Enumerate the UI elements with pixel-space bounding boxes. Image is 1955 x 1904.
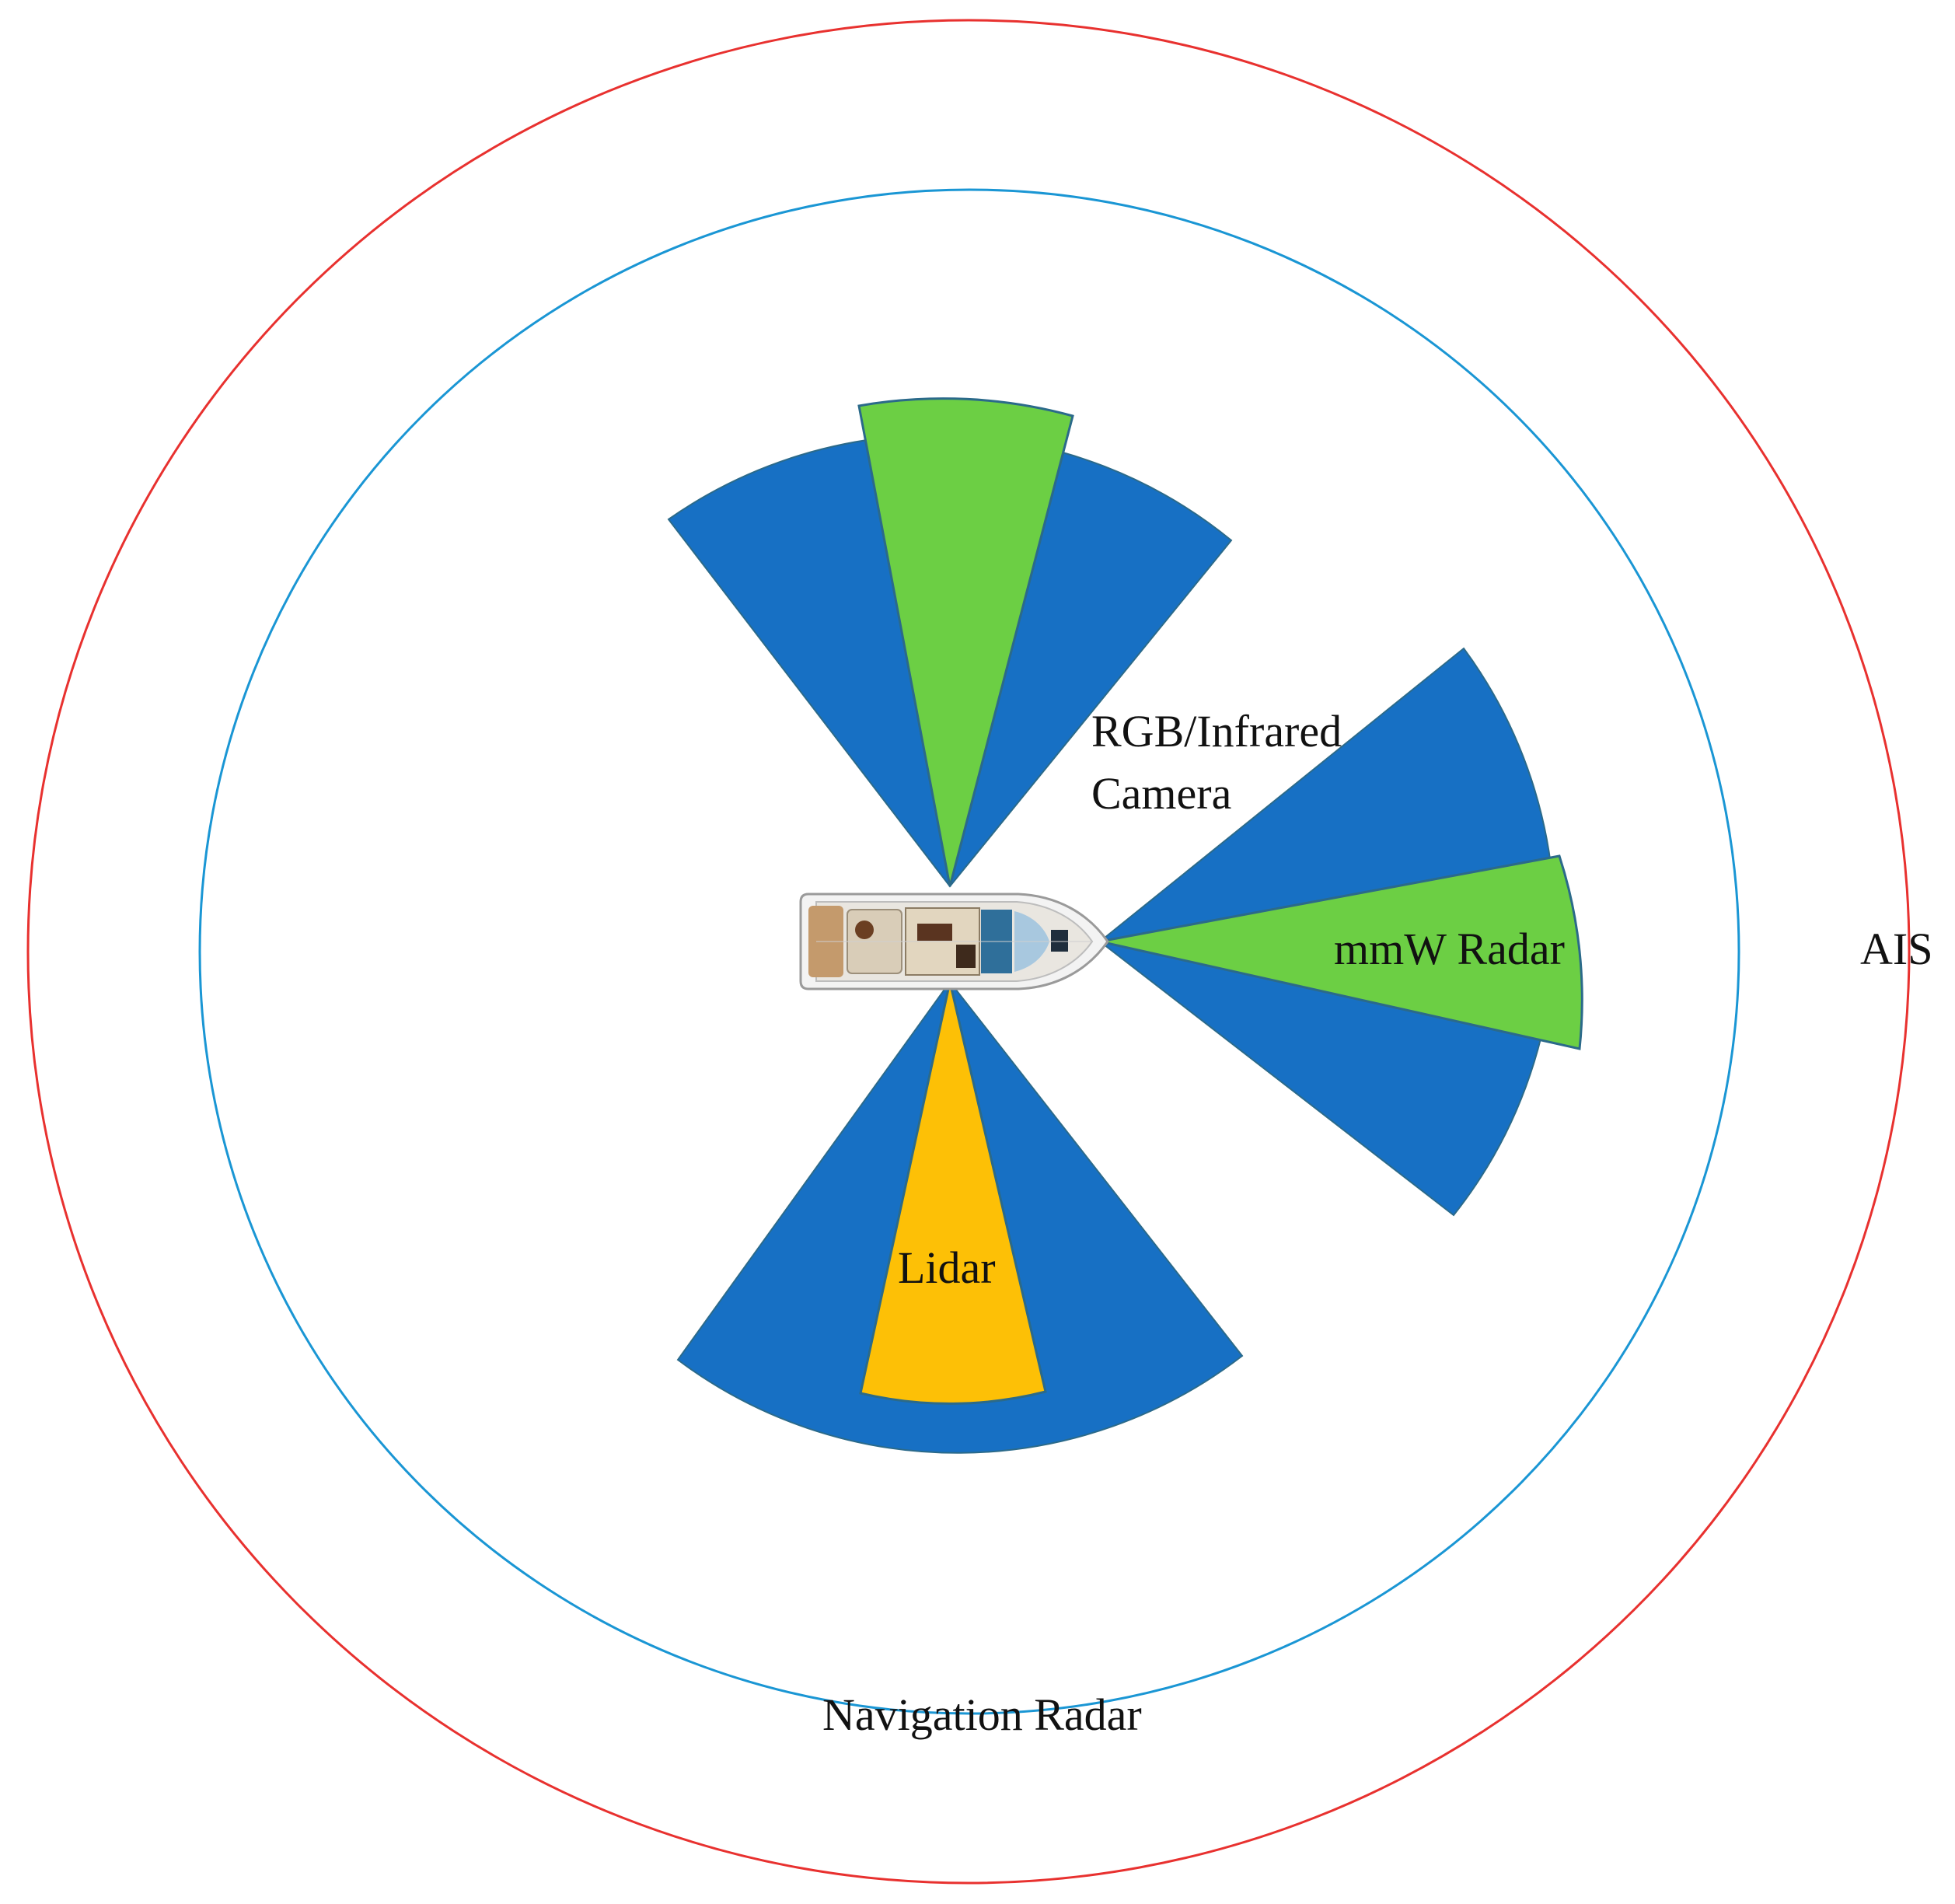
mmw-radar-label: mmW Radar	[1334, 924, 1565, 974]
camera-label-line2: Camera	[1091, 768, 1231, 819]
navigation-radar-range-ring	[198, 188, 1740, 1715]
ais-label: AIS	[1860, 924, 1932, 974]
lidar-label: Lidar	[898, 1242, 996, 1293]
motor-yacht-top-view-icon	[799, 893, 1109, 990]
mmw-radar-sector	[1099, 854, 1583, 1050]
ais-range-ring	[26, 19, 1911, 1885]
camera-sector	[857, 397, 1074, 887]
camera-label-line1: RGB/Infrared	[1091, 706, 1342, 756]
lidar-sector	[859, 981, 1047, 1405]
navigation-radar-label: Navigation Radar	[822, 1689, 1142, 1740]
